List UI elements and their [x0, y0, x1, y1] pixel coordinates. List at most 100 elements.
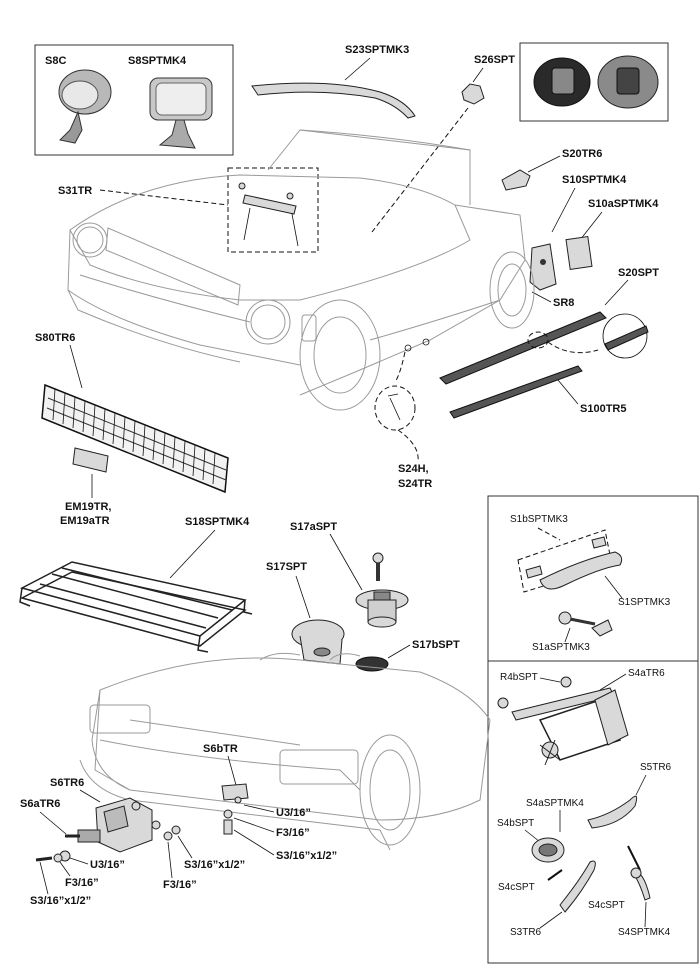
s26-dash-line [371, 107, 469, 233]
leader-s10 [551, 187, 576, 233]
mirror-inset-frame [34, 44, 234, 156]
s17spt-filler-cap [291, 619, 345, 665]
shell-inset [519, 42, 669, 122]
label-s17spt: S17SPT [266, 561, 307, 573]
s24-hole-2 [422, 338, 430, 346]
leader-s4b [524, 829, 541, 843]
label-s3tr6: S3TR6 [510, 927, 542, 938]
label-s1bsptmk3: S1bSPTMK3 [510, 514, 568, 525]
s20spt-sill-strip [439, 311, 607, 385]
leader-f3-mid [167, 841, 173, 879]
label-u3_16-right: U3/16” [276, 807, 311, 819]
s24-plug [387, 393, 401, 421]
f3-washer-right [223, 809, 233, 819]
s10-striker [529, 243, 557, 291]
label-em19atr: EM19aTR [60, 515, 110, 527]
label-s20tr6: S20TR6 [562, 148, 602, 160]
s80tr6-grille-slats [52, 388, 216, 485]
label-s4cspt-left: S4cSPT [498, 882, 535, 893]
label-s1sptmk3: S1SPTMK3 [618, 597, 671, 608]
s31tr-box [227, 167, 319, 253]
label-s3_16x1_2-mid: S3/16”x1/2” [184, 859, 245, 871]
s8sptmk4-mirror [149, 77, 213, 149]
s20tr6-part [501, 169, 531, 191]
label-s6atr6: S6aTR6 [20, 798, 60, 810]
label-s23sptmk3: S23SPTMK3 [345, 44, 409, 56]
label-s5tr6: S5TR6 [640, 762, 672, 773]
r4b-clip-2 [497, 697, 509, 709]
leader-s17b [387, 644, 411, 659]
leader-f3-left [59, 861, 71, 877]
s1sptmk3-handle [539, 551, 623, 590]
leader-s23 [344, 57, 371, 81]
left-fasteners [35, 850, 71, 863]
s4c-screw-left [547, 869, 563, 881]
s1a-barrel-head [558, 611, 572, 625]
leader-s6b [227, 755, 237, 786]
leader-s20tr6 [527, 155, 561, 173]
s26spt-part [461, 83, 485, 105]
label-s8sptmk4: S8SPTMK4 [128, 55, 187, 67]
label-s3_16x1_2-left: S3/16”x1/2” [30, 895, 91, 907]
car-front-outline [67, 129, 535, 411]
leader-r4b [539, 677, 561, 683]
leader-s26 [472, 67, 484, 83]
label-s18sptmk4: S18SPTMK4 [185, 516, 250, 528]
label-s4asptmk4: S4aSPTMK4 [526, 798, 584, 809]
s24-dash-2 [397, 429, 419, 463]
leader-s5 [635, 774, 647, 796]
leader-s1a [564, 627, 571, 643]
label-s20spt: S20SPT [618, 267, 659, 279]
dark-shell [533, 57, 591, 107]
leader-s100tr5 [557, 379, 579, 405]
s3tr6-handle [559, 860, 596, 913]
leader-u3-left [69, 857, 89, 865]
s8c-mirror [58, 69, 112, 144]
label-sr8: SR8 [553, 297, 574, 309]
s31tr-bracket [242, 194, 297, 215]
label-s31tr: S31TR [58, 185, 92, 197]
leader-s1sptmk3 [604, 575, 623, 599]
s20spt-detail-marker [527, 331, 549, 349]
leader-s4a [599, 673, 627, 691]
s4sptmk4-handle [634, 873, 651, 901]
label-s17aspt: S17aSPT [290, 521, 337, 533]
label-u3_16-left: U3/16” [90, 859, 125, 871]
s1a-key [591, 619, 613, 637]
r4b-clip-1 [560, 676, 572, 688]
s23-header-rail [251, 82, 416, 119]
label-s100tr5: S100TR5 [580, 403, 626, 415]
em19tr-badge [72, 447, 109, 473]
label-s4sptmk4: S4SPTMK4 [618, 927, 671, 938]
middle-fasteners [163, 825, 181, 841]
s3-screw-right [223, 819, 233, 835]
s17a-key [372, 552, 384, 581]
s80tr6-grille-bars [46, 397, 227, 481]
leader-s17 [295, 575, 311, 619]
s4c-screw-right [627, 845, 641, 871]
s4sptmk4-boss [630, 867, 642, 879]
label-s10asptmk4: S10aSPTMK4 [588, 198, 659, 210]
s4atr6-regulator [511, 687, 629, 766]
leader-u3-right [243, 804, 275, 813]
s20spt-detail-circle [602, 313, 648, 359]
label-em19tr: EM19TR, [65, 501, 111, 513]
leader-s17a [329, 533, 363, 591]
label-r4bspt: R4bSPT [500, 672, 538, 683]
label-s10sptmk4: S10SPTMK4 [562, 174, 627, 186]
label-s24h: S24H, [398, 463, 429, 475]
s20spt-detail-arrow [547, 341, 599, 354]
s1b-gasket-right [591, 536, 607, 549]
s17aspt-locking-cap [355, 589, 409, 628]
leader-s18 [169, 529, 216, 579]
mirror-inset: S8C S8SPTMK4 [34, 44, 234, 156]
leader-s3tr6 [539, 911, 563, 929]
leader-f3-right [233, 817, 275, 833]
label-f3_16-right: F3/16” [276, 827, 310, 839]
label-f3_16-mid: F3/16” [163, 879, 197, 891]
leader-s3-right [233, 829, 275, 856]
label-s6btr: S6bTR [203, 743, 238, 755]
leader-s10a [579, 211, 603, 241]
label-s26spt: S26SPT [474, 54, 515, 66]
